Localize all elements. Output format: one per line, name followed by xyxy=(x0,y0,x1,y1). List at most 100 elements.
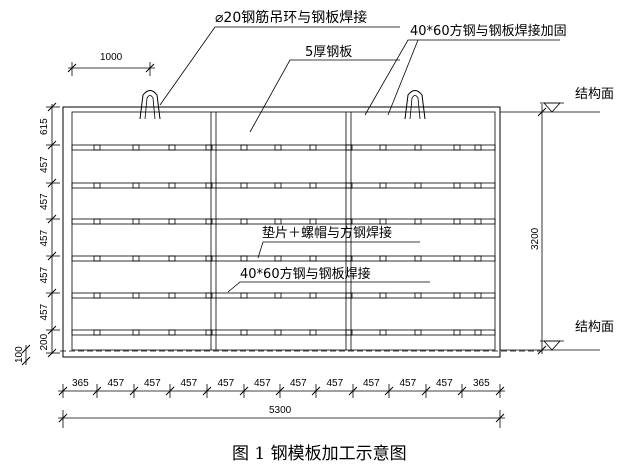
bolt-marker xyxy=(168,182,176,189)
structure-label-top: 结构面 xyxy=(575,87,614,102)
bolt-marker xyxy=(414,182,422,189)
bolt-marker xyxy=(474,292,482,299)
label-square-steel: 40*60方钢与钢板焊接 xyxy=(240,266,371,282)
bottom-dimension-value: 457 xyxy=(363,378,380,389)
left-dimension-value: 457 xyxy=(39,193,50,210)
structure-marker-bottom xyxy=(500,340,600,351)
bolt-marker xyxy=(414,144,422,151)
bolt-marker xyxy=(132,218,140,225)
bolt-marker xyxy=(132,255,140,262)
bolt-marker xyxy=(168,144,176,151)
bolt-marker xyxy=(274,292,282,299)
bolt-marker xyxy=(240,144,248,151)
height-dimension xyxy=(537,104,547,355)
bolt-marker xyxy=(379,182,387,189)
bolt-marker xyxy=(240,182,248,189)
bottom-offset-label: 100 xyxy=(14,346,25,363)
bolt-marker xyxy=(453,218,461,225)
bolt-marker xyxy=(168,329,176,336)
bolt-marker xyxy=(379,255,387,262)
bottom-dimension-value: 457 xyxy=(254,378,271,389)
bolt-marker xyxy=(93,144,101,151)
bolt-marker xyxy=(205,144,213,151)
formwork-outer-frame xyxy=(62,106,501,358)
bolt-marker xyxy=(309,329,317,336)
label-lifting-ring: ⌀20钢筋吊环与钢板焊接 xyxy=(215,9,367,26)
bolt-marker xyxy=(240,255,248,262)
lifting-ring-right xyxy=(404,90,426,120)
bolt-marker xyxy=(414,218,422,225)
bolt-marker xyxy=(274,144,282,151)
left-dimension-value: 457 xyxy=(39,156,50,173)
bolt-marker xyxy=(240,218,248,225)
bolt-marker xyxy=(309,182,317,189)
bolt-marker xyxy=(414,292,422,299)
ring-spacing-dimension xyxy=(67,62,155,76)
bottom-dimension-value: 365 xyxy=(473,378,490,389)
annotation-leaders xyxy=(159,26,560,293)
bolt-marker xyxy=(205,218,213,225)
bolt-marker xyxy=(93,255,101,262)
bolt-marker xyxy=(453,329,461,336)
bolt-marker xyxy=(345,144,353,151)
bottom-dimension-value: 457 xyxy=(181,378,198,389)
bolt-marker xyxy=(474,218,482,225)
left-dimension-value: 615 xyxy=(39,118,50,135)
bolt-marker xyxy=(132,182,140,189)
bolt-marker xyxy=(168,292,176,299)
bolt-marker xyxy=(345,255,353,262)
bolt-marker xyxy=(309,255,317,262)
bolt-marker xyxy=(93,218,101,225)
bolt-marker xyxy=(132,292,140,299)
lifting-ring-left xyxy=(139,90,161,120)
bolt-marker xyxy=(345,292,353,299)
bolt-marker xyxy=(309,144,317,151)
bottom-dimension-value: 457 xyxy=(327,378,344,389)
bottom-dimension-value: 457 xyxy=(108,378,125,389)
bolt-marker xyxy=(453,144,461,151)
bottom-dimension-value: 457 xyxy=(436,378,453,389)
bolt-marker xyxy=(274,329,282,336)
bolt-marker xyxy=(414,329,422,336)
bolt-markers xyxy=(93,144,482,336)
bottom-dimension-value: 365 xyxy=(72,378,89,389)
bottom-dimension-value: 457 xyxy=(144,378,161,389)
bolt-marker xyxy=(132,144,140,151)
bolt-marker xyxy=(379,218,387,225)
bolt-marker xyxy=(132,329,140,336)
bolt-marker xyxy=(345,218,353,225)
vertical-stiffeners xyxy=(210,112,352,350)
bottom-dimension-value: 457 xyxy=(400,378,417,389)
bolt-marker xyxy=(453,292,461,299)
bolt-marker xyxy=(93,182,101,189)
bolt-marker xyxy=(274,218,282,225)
bolt-marker xyxy=(274,255,282,262)
steel-plate-inner xyxy=(71,111,496,351)
bolt-marker xyxy=(274,182,282,189)
structure-label-bottom: 结构面 xyxy=(575,320,614,335)
bolt-marker xyxy=(240,292,248,299)
bolt-marker xyxy=(168,218,176,225)
bolt-marker xyxy=(379,144,387,151)
bolt-marker xyxy=(240,329,248,336)
bolt-marker xyxy=(453,255,461,262)
bolt-marker xyxy=(205,292,213,299)
bolt-marker xyxy=(474,144,482,151)
bolt-marker xyxy=(205,182,213,189)
left-dimension-value: 457 xyxy=(39,229,50,246)
bottom-dimension-value: 457 xyxy=(290,378,307,389)
bottom-dimension-value: 457 xyxy=(218,378,235,389)
bolt-marker xyxy=(379,329,387,336)
bottom-segment-dimensions: 365 457 457 457 457 457 457 457 457 457 457 365 xyxy=(58,378,505,398)
bolt-marker xyxy=(93,292,101,299)
total-width-label: 5300 xyxy=(269,405,292,416)
bolt-marker xyxy=(309,292,317,299)
left-dimension-value: 200 xyxy=(39,333,50,350)
figure-caption: 图 1 钢模板加工示意图 xyxy=(232,444,407,464)
height-label: 3200 xyxy=(530,227,541,250)
bolt-marker xyxy=(474,255,482,262)
bolt-marker xyxy=(453,182,461,189)
label-reinforce: 40*60方钢与钢板焊接加固 xyxy=(410,23,567,39)
